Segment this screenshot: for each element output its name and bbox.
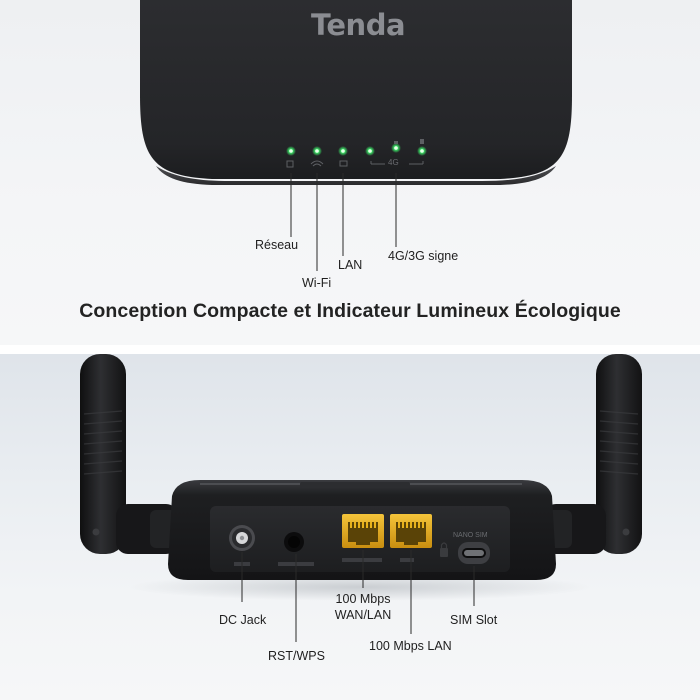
router-lip [156, 166, 556, 185]
label-dc-jack: DC Jack [219, 613, 267, 627]
headline: Conception Compacte et Indicateur Lumine… [79, 300, 621, 322]
router-rear-view [80, 354, 642, 642]
lan-port [390, 514, 432, 548]
label-signal: 4G/3G signe [388, 249, 459, 263]
top-panel: Tenda 4G Réseau Wi-Fi LAN 4G/3G signe Co… [0, 0, 700, 345]
nano-sim-print: NANO SIM [453, 532, 488, 539]
label-network: Réseau [255, 238, 299, 252]
panel-divider [0, 345, 700, 354]
label-sim-slot: SIM Slot [450, 613, 498, 627]
led-indicators [286, 139, 427, 156]
reset-button-hole [284, 532, 304, 552]
label-wan-lan: WAN/LAN [334, 608, 392, 622]
antenna-right [542, 354, 642, 554]
label-lan-speed: 100 Mbps LAN [369, 639, 452, 653]
label-rst-wps: RST/WPS [268, 649, 325, 663]
wan-lan-port [342, 514, 384, 548]
antenna-left [80, 354, 180, 554]
led-status-icons [286, 160, 424, 168]
brand-logo: Tenda [310, 8, 406, 42]
callout-lines [290, 173, 397, 271]
router-front-view [140, 0, 572, 271]
led-group-label: 4G [388, 158, 399, 167]
label-lan: LAN [338, 258, 363, 272]
label-wifi: Wi-Fi [302, 276, 332, 290]
lock-icon [440, 542, 448, 557]
router-body [140, 0, 572, 179]
callout-lines-bottom [241, 550, 475, 642]
label-wan-lan-speed: 100 Mbps [335, 592, 391, 606]
dc-jack-port [229, 525, 255, 551]
sim-slot [458, 542, 490, 564]
bottom-panel: NANO SIM DC Jack RST/WPS 100 Mbps WAN/LA… [0, 354, 700, 700]
